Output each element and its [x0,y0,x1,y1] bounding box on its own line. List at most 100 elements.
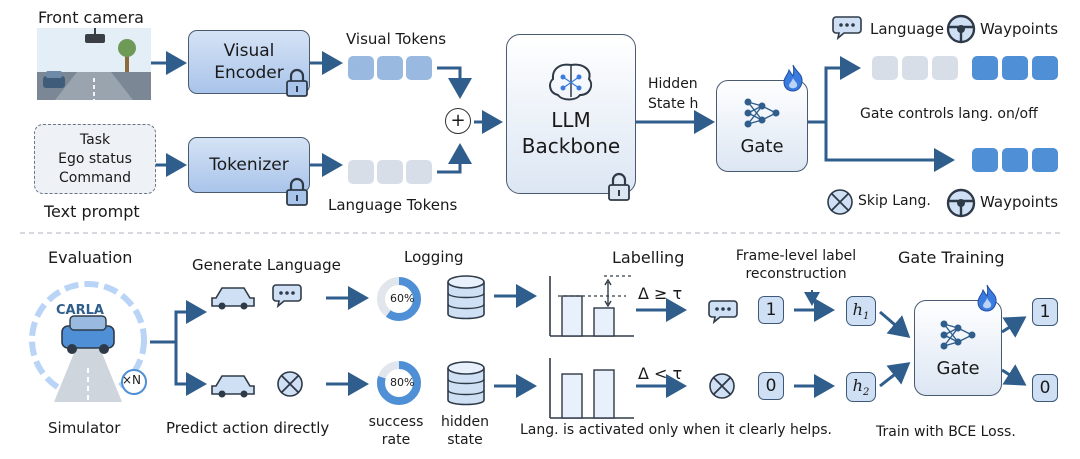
waypoint-token [972,56,998,80]
plus-icon: + [445,108,471,134]
predict-action-label: Predict action directly [166,419,330,437]
tokenizer-label: Tokenizer [209,155,289,175]
language-output-token [872,56,898,80]
language-output-token [902,56,928,80]
waypoint-token [972,148,998,172]
front-camera-image [37,28,151,100]
database-icon [447,361,485,406]
success-donut-top [377,277,421,321]
language-token [377,160,403,184]
carla-label: CARLA [56,303,104,318]
waypoints-skip-label: Waypoints [980,193,1059,211]
visual-tokens-label: Visual Tokens [346,30,447,48]
prompt-ego-status: Ego status [58,150,132,167]
crossed-speech-icon [709,373,735,399]
h1-label: h1 [852,299,870,323]
gate-label: Gate [740,135,784,157]
labelling-label: Labelling [612,248,685,267]
waypoint-token [1002,56,1028,80]
skip-lang-label: Skip Lang. [858,193,931,209]
h1-box: h1 [846,296,876,326]
front-camera-label: Front camera [38,8,144,27]
neural-network-icon [940,320,976,349]
language-token [406,160,432,184]
crossed-speech-icon [277,371,303,397]
times-n-label: ×N [122,373,142,387]
label-zero: 0 [765,376,777,396]
flame-icon [977,284,997,312]
evaluation-label: Evaluation [48,248,133,267]
speech-bubble-icon [708,300,738,325]
h2-box: h2 [846,372,876,402]
language-output-token [932,56,958,80]
prompt-task: Task [79,131,111,148]
database-icon [447,275,485,320]
hidden-state-label: Hidden State h [648,76,699,112]
waypoint-token [1032,56,1058,80]
success-donut-bottom [377,361,421,405]
gate-to-skip-arrow [824,122,955,172]
delta-lt-label: Δ < τ [638,364,683,383]
output-zero-box: 0 [1032,374,1058,402]
flame-icon [783,64,803,92]
waypoints-legend-label: Waypoints [980,20,1059,38]
gate-training-box: Gate [914,300,1002,396]
gate-to-one-arrow [1001,316,1027,338]
output-one: 1 [1039,302,1051,322]
brain-icon [549,63,593,101]
gate-box: Gate [716,80,808,172]
visual-encoder-label: Visual Encoder [214,41,284,83]
visual-token [348,56,374,80]
text-prompt-label: Text prompt [44,202,140,221]
tokenizer-box: Tokenizer [188,137,310,193]
pct-top-label: 60% [390,292,415,305]
speech-bubble-icon [272,284,302,309]
language-legend-label: Language [870,20,945,38]
labelling-bar-top [549,275,634,337]
label-zero-box: 0 [758,372,784,400]
h2-label: h2 [852,375,870,399]
waypoint-token [1002,148,1028,172]
sim-to-predict-arrow [174,342,207,396]
gate-to-language-arrow [808,56,861,124]
label-one-box: 1 [758,296,784,324]
output-zero: 0 [1039,378,1051,398]
neural-network-icon [744,98,780,127]
labelling-bar-bottom [549,358,634,419]
lock-icon [286,177,308,206]
crossed-speech-icon [827,189,853,215]
language-token [348,160,374,184]
visual-token [406,56,432,80]
car-icon [211,287,255,310]
language-to-plus-arrow [437,143,472,174]
visual-token [377,56,403,80]
hidden-state-bottom-label: hidden state [440,414,490,448]
llm-backbone-box: LLM Backbone [506,34,636,194]
sim-to-generate-arrow [150,300,207,344]
label-one: 1 [765,300,777,320]
car-icon [211,375,255,398]
steering-wheel-icon [946,188,976,218]
waypoint-token [1032,148,1058,172]
carla-simulator-graphic [29,281,147,402]
logging-label: Logging [404,248,464,266]
simulator-label: Simulator [48,419,121,437]
h1-to-gate-arrow [879,310,911,338]
gate-controls-label: Gate controls lang. on/off [860,106,1038,122]
pct-bottom-label: 80% [390,376,415,389]
speech-bubble-icon [832,16,862,41]
gate-training-gate-label: Gate [936,357,980,379]
frame-level-label: Frame-level label reconstruction [735,248,857,282]
gate-to-zero-arrow [1001,364,1027,386]
steering-wheel-icon [946,14,976,44]
llm-backbone-label: LLM Backbone [521,108,621,158]
visual-to-plus-arrow [437,66,472,99]
prompt-command: Command [59,169,131,186]
lang-activated-label: Lang. is activated only when it clearly … [520,422,832,438]
text-prompt-box: Task Ego status Command [34,124,156,194]
lock-icon [286,68,308,97]
train-bce-label: Train with BCE Loss. [876,424,1016,440]
gate-training-label: Gate Training [898,248,1005,267]
h2-to-gate-arrow [879,362,911,388]
